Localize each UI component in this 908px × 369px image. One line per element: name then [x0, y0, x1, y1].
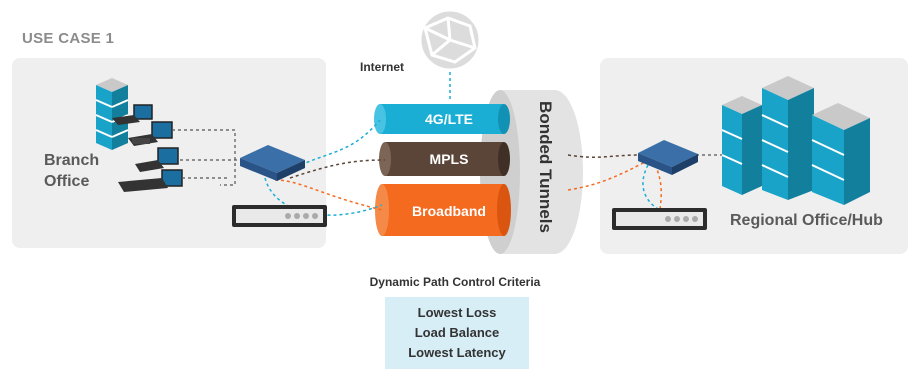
- server-stack-icon: [95, 78, 129, 150]
- criteria-item: Lowest Latency: [408, 345, 506, 360]
- bonded-tunnels-label: Bonded Tunnels: [490, 82, 600, 252]
- lte-label: 4G/LTE: [425, 111, 473, 127]
- criteria-item: Lowest Loss: [417, 305, 497, 320]
- building-icon: [721, 76, 870, 205]
- criteria-title: Dynamic Path Control Criteria: [369, 275, 541, 289]
- use-case-heading: USE CASE 1: [22, 30, 115, 47]
- desktop-computer-icon: [128, 121, 173, 146]
- internet-label: Internet: [360, 60, 405, 74]
- network-switch-icon: [638, 140, 698, 175]
- criteria-box: Lowest Loss Load Balance Lowest Latency: [385, 297, 529, 369]
- broadband-label: Broadband: [412, 203, 486, 219]
- appliance-icon: [612, 208, 707, 230]
- lte-tube: [374, 104, 510, 134]
- criteria-item: Load Balance: [414, 325, 500, 340]
- cloud-globe-icon: [418, 8, 482, 72]
- branch-label-line1: Branch: [44, 152, 100, 169]
- mpls-tube: [379, 142, 510, 176]
- regional-office-label: Regional Office/Hub: [730, 212, 883, 229]
- mpls-label: MPLS: [429, 151, 469, 167]
- bonded-tunnels-text: Bonded Tunnels: [536, 101, 555, 233]
- branch-office-label: Branch Office: [44, 150, 134, 192]
- network-switch-icon: [240, 145, 305, 181]
- desktop-computer-icon: [112, 104, 153, 125]
- desktop-computer-icon: [118, 169, 183, 192]
- branch-label-line2: Office: [44, 173, 90, 190]
- appliance-icon: [232, 205, 327, 227]
- desktop-computer-icon: [135, 147, 179, 172]
- broadband-tube: [375, 184, 511, 236]
